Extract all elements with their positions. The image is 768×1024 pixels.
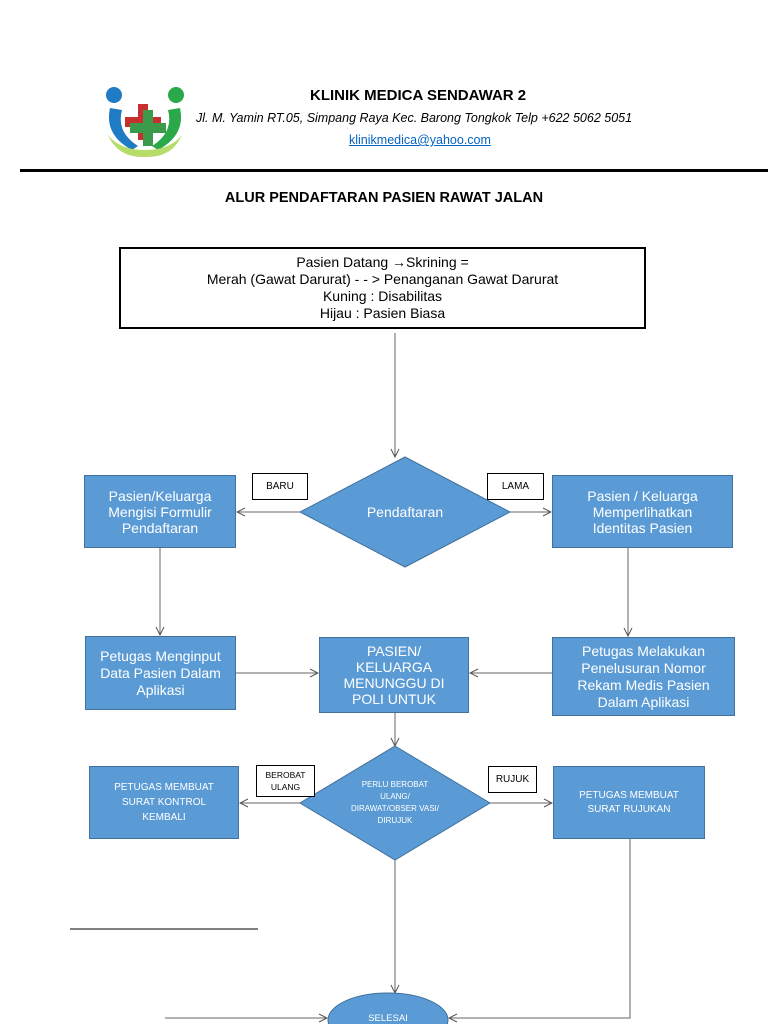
label-new: BARU — [252, 473, 308, 500]
search-box: Petugas Melakukan Penelusuran Nomor Reka… — [552, 637, 735, 716]
decision-registration-shape — [298, 456, 512, 568]
start-line-4: Hijau : Pasien Biasa — [319, 305, 446, 321]
header-divider — [20, 169, 768, 172]
label-return: BEROBAT ULANG — [256, 765, 315, 797]
decision-followup-shape — [299, 745, 491, 861]
label-refer: RUJUK — [488, 766, 537, 793]
wait-box: PASIEN/ KELUARGA MENUNGGU DI POLI UNTUK — [319, 637, 469, 713]
control-letter-box: PETUGAS MEMBUAT SURAT KONTROL KEMBALI — [89, 766, 239, 839]
clinic-address: Jl. M. Yamin RT.05, Simpang Raya Kec. Ba… — [196, 111, 633, 125]
start-line-3: Kuning : Disabilitas — [322, 288, 443, 304]
end-text: SELESAI — [368, 1012, 408, 1024]
new-patient-box: Pasien/Keluarga Mengisi Formulir Pendaft… — [84, 475, 236, 548]
start-box: Pasien Datang →Skrining = Merah (Gawat D… — [119, 247, 646, 329]
clinic-name: KLINIK MEDICA SENDAWAR 2 — [310, 87, 527, 104]
page-title: ALUR PENDAFTARAN PASIEN RAWAT JALAN — [224, 190, 544, 206]
old-patient-box: Pasien / Keluarga Memperlihatkan Identit… — [552, 475, 733, 548]
referral-letter-box: PETUGAS MEMBUAT SURAT RUJUKAN — [553, 766, 705, 839]
end-shape — [327, 992, 449, 1024]
label-old: LAMA — [487, 473, 544, 500]
clinic-email-link[interactable]: klinikmedica@yahoo.com — [349, 133, 491, 147]
start-line-1: Pasien Datang →Skrining = — [296, 254, 469, 270]
decision-registration-text: Pendaftaran — [366, 504, 444, 520]
input-box: Petugas Menginput Data Pasien Dalam Apli… — [85, 636, 236, 710]
decision-followup-text: PERLU BEROBAT ULANG/ DIRAWAT/OBSER VASI/… — [350, 780, 439, 825]
start-line-2: Merah (Gawat Darurat) - - > Penanganan G… — [206, 271, 559, 287]
arrow-referral-to-end — [449, 839, 631, 1018]
